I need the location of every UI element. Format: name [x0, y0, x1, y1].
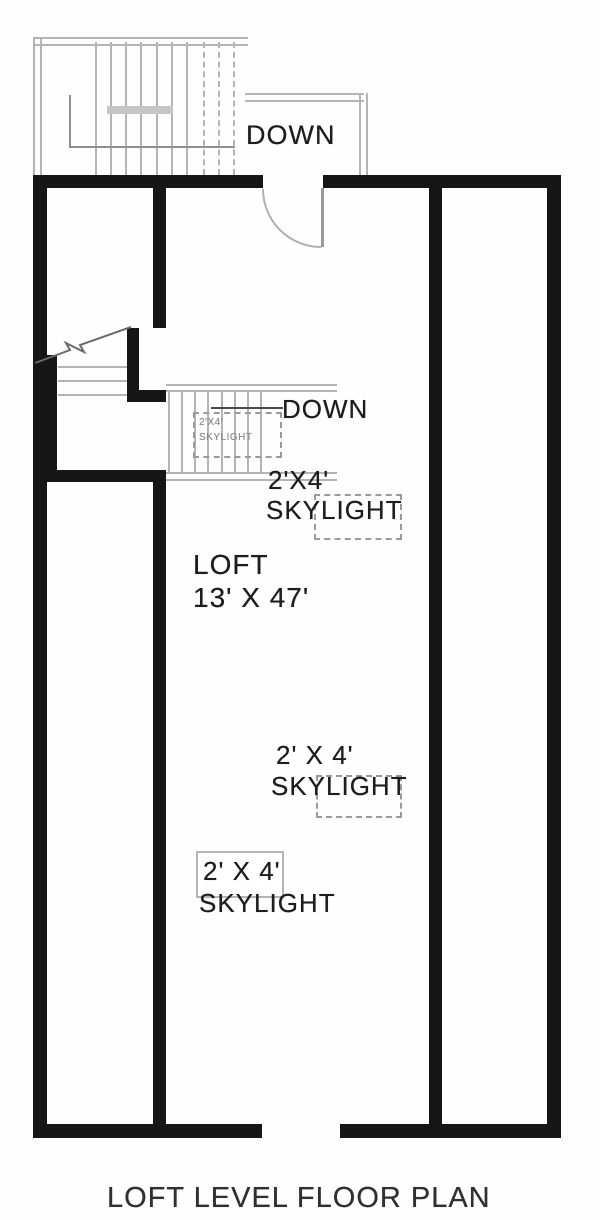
stair-tread-line	[194, 392, 197, 472]
bottom-wall-left-segment	[33, 1124, 262, 1138]
door-swing-arc	[262, 188, 322, 248]
middle-skylight-word: SKYLIGHT	[271, 771, 408, 801]
upper-stairwell-left-edge	[33, 37, 42, 178]
left-outer-wall	[33, 175, 47, 1138]
stair-tread-line	[95, 42, 97, 175]
upper-stair-rail	[107, 106, 173, 114]
stair-tread-line	[181, 392, 184, 472]
right-outer-wall	[547, 175, 561, 1138]
stair-tread-line	[233, 392, 236, 472]
stair-tread-line	[207, 392, 210, 472]
stair-tread-line	[185, 42, 188, 175]
stairwell-skylight-label: 2'X4' SKYLIGHT	[193, 412, 252, 445]
room-dimensions: 13' X 47'	[193, 582, 310, 613]
stairwell-skylight-dashed-box	[193, 412, 282, 458]
interior-wall-left-upper	[153, 188, 166, 328]
stairwell-skylight-size-text: 2'X4'	[199, 417, 224, 428]
middle-skylight-dashed-box	[316, 775, 402, 818]
middle-skylight-size: 2' X 4'	[276, 740, 354, 770]
top-wall-left-segment	[33, 175, 263, 188]
lower-skylight-box	[196, 851, 284, 898]
left-stairwell-thick-wall	[33, 355, 57, 472]
lower-skylight-size: 2' X 4'	[203, 856, 281, 886]
stair-tread-line	[58, 366, 127, 368]
stair-tread-line	[259, 392, 262, 472]
upper-skylight-size: 2'X4'	[268, 465, 330, 495]
stair-tread-line	[233, 42, 235, 175]
bottom-wall-right-segment	[340, 1124, 561, 1138]
room-name: LOFT	[193, 549, 269, 580]
stair-landing-wall	[45, 470, 166, 482]
top-wall-right-segment	[323, 175, 561, 188]
upper-landing-top-edge	[245, 93, 364, 102]
mid-stair-top-edge	[166, 384, 337, 392]
upper-stair-treads-hidden	[203, 42, 235, 175]
plan-caption: LOFT LEVEL FLOOR PLAN	[107, 1182, 491, 1214]
down-label-mid: DOWN	[282, 394, 369, 424]
upper-skylight-dashed-box	[314, 494, 402, 540]
stair-tread-line	[203, 42, 205, 175]
stair-tread-line	[58, 380, 127, 382]
upper-stair-walkline-vertical	[69, 95, 71, 148]
stair-tread-line	[246, 392, 249, 472]
mid-stair-treads	[168, 392, 262, 472]
stairwell-corner-wall-horizontal	[127, 390, 166, 402]
door-leaf	[321, 188, 324, 247]
down-leader-line	[211, 407, 283, 409]
mid-stair-bottom-edge	[166, 472, 337, 481]
upper-landing-right-edge	[359, 93, 368, 178]
down-label-top: DOWN	[246, 120, 336, 150]
stair-tread-line	[218, 42, 220, 175]
lower-skylight-word: SKYLIGHT	[199, 888, 336, 918]
upper-stair-walkline-horizontal	[69, 146, 235, 148]
stair-tread-line	[168, 392, 170, 472]
interior-wall-right	[429, 188, 442, 1124]
mid-stair-upper-flight-treads	[58, 366, 127, 396]
interior-wall-left-lower	[153, 482, 166, 1124]
stair-tread-line	[220, 392, 223, 472]
stairwell-skylight-word-text: SKYLIGHT	[199, 431, 253, 443]
stair-tread-line	[58, 394, 127, 396]
upper-skylight-word: SKYLIGHT	[266, 495, 403, 525]
